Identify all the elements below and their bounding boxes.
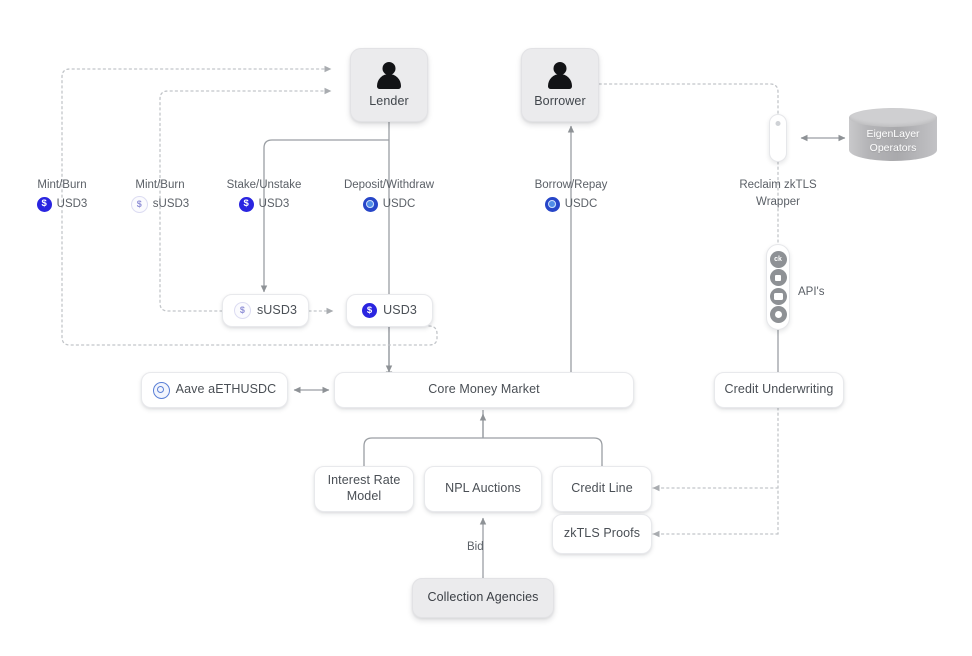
edge-label-mint-burn-usd3: Mint/Burn $ USD3 <box>36 179 88 212</box>
node-zktls-proofs-label: zkTLS Proofs <box>563 526 641 541</box>
node-core-money-market[interactable]: Core Money Market <box>334 372 634 408</box>
reclaim-zktls-wrapper-node[interactable] <box>769 114 787 162</box>
edge-label-borrow-repay: Borrow/Repay USDC <box>534 179 608 212</box>
node-interest-rate-model-label: Interest Rate Model <box>327 473 401 503</box>
eigenlayer-operators-datastore: EigenLayer Operators <box>849 108 937 168</box>
edge-label-deposit-withdraw: Deposit/Withdraw USDC <box>343 179 435 212</box>
susd3-token-icon: $ <box>130 195 148 213</box>
node-susd3-label: sUSD3 <box>256 302 298 317</box>
usdc-token-icon <box>362 196 378 212</box>
susd3-token-icon: $ <box>233 302 251 319</box>
circle-ring-icon <box>769 305 787 323</box>
node-aave-label: Aave aETHUSDC <box>175 382 277 397</box>
node-aave-aethusdc[interactable]: Aave aETHUSDC <box>141 372 288 408</box>
node-interest-rate-model[interactable]: Interest Rate Model <box>314 466 414 512</box>
node-npl-auctions[interactable]: NPL Auctions <box>424 466 542 512</box>
node-susd3[interactable]: $ sUSD3 <box>222 294 309 327</box>
node-zktls-proofs[interactable]: zkTLS Proofs <box>552 514 652 554</box>
edge-label-mint-burn-susd3: Mint/Burn $ sUSD3 <box>100 177 220 213</box>
node-collection-agencies[interactable]: Collection Agencies <box>412 578 554 618</box>
actor-borrower[interactable]: Borrower <box>521 48 599 122</box>
circle-ck-icon: ck <box>769 251 787 268</box>
circle-card-icon <box>769 287 787 305</box>
aave-token-icon <box>152 381 170 399</box>
node-credit-line[interactable]: Credit Line <box>552 466 652 512</box>
node-core-money-market-label: Core Money Market <box>428 382 540 397</box>
node-credit-line-label: Credit Line <box>571 481 633 496</box>
actor-lender[interactable]: Lender <box>350 48 428 122</box>
node-credit-underwriting[interactable]: Credit Underwriting <box>714 372 844 408</box>
edge-label-bid: Bid <box>467 541 484 553</box>
node-credit-underwriting-label: Credit Underwriting <box>724 382 834 397</box>
node-usd3-label: USD3 <box>383 302 417 317</box>
edge-label-stake-unstake: Stake/Unstake $ USD3 <box>226 179 302 212</box>
node-npl-auctions-label: NPL Auctions <box>445 481 521 496</box>
actor-lender-label: Lender <box>369 94 409 108</box>
edge-label-reclaim-zktls-wrapper: Reclaim zkTLS Wrapper <box>739 179 817 208</box>
eigenlayer-operators-label: EigenLayer Operators <box>866 128 920 154</box>
actor-borrower-label: Borrower <box>534 94 586 108</box>
usd3-token-icon: $ <box>238 196 254 212</box>
usd3-token-icon: $ <box>36 196 52 212</box>
node-collection-agencies-label: Collection Agencies <box>427 590 539 605</box>
circle-dot-icon <box>769 269 787 287</box>
apis-label: API's <box>798 286 825 298</box>
api-icon-stack[interactable]: ck <box>766 244 790 330</box>
usdc-token-icon <box>544 196 560 212</box>
node-usd3[interactable]: $ USD3 <box>346 294 433 327</box>
usd3-token-icon: $ <box>362 303 378 318</box>
person-icon <box>547 62 573 89</box>
person-icon <box>376 62 402 89</box>
cylinder-top <box>849 108 937 127</box>
